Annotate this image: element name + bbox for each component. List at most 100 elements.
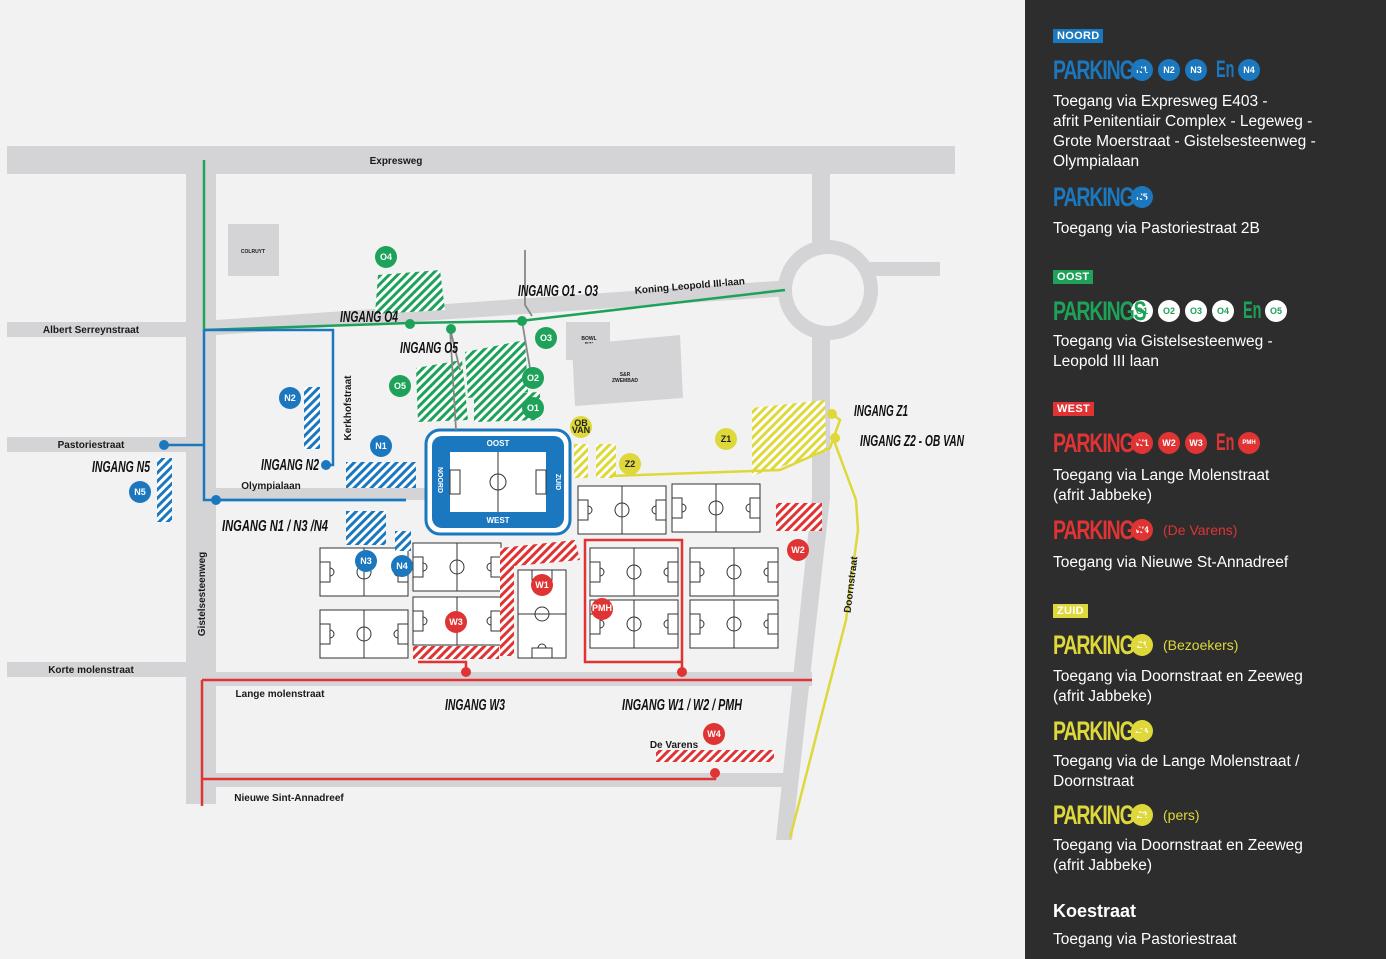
routes [164, 160, 860, 839]
svg-text:N5: N5 [134, 487, 146, 497]
svg-text:OB: OB [574, 418, 588, 428]
legend-panel: NOORD PARKINGS N1 N2 N3 En N4 Toegang vi… [1025, 0, 1386, 959]
code-badge: N3 [1185, 59, 1207, 81]
svg-text:PMH: PMH [592, 603, 612, 613]
marker-z2: Z2 [619, 453, 641, 475]
code-badge: N1 [1131, 59, 1153, 81]
legend-oost-row1: PARKINGS O1 O2 O3 O4 En O5 [1053, 296, 1292, 326]
street-gistel: Gistelsesteenweg [197, 552, 208, 636]
entrance-labels: INGANG O1 - O3 INGANG O4 INGANG O5 INGAN… [92, 283, 964, 714]
entrance-dots [159, 316, 840, 778]
marker-n4: N4 [391, 555, 413, 577]
marker-n1: N1 [370, 435, 392, 457]
street-kerkhof: Kerkhofstraat [343, 375, 354, 441]
stadium: OOST WEST NOORD ZUID [424, 428, 572, 536]
marker-o2: O2 [522, 367, 544, 389]
badge-west: WEST [1053, 402, 1094, 416]
marker-o5: O5 [389, 375, 411, 397]
svg-text:Z1: Z1 [721, 434, 732, 444]
svg-text:W4: W4 [707, 729, 721, 739]
map-canvas: COLRUYT BOWL INN S&R ZWEMBAD [7, 146, 964, 840]
legend-noord-desc1: Toegang via Expresweg E403 -afrit Penite… [1053, 93, 1316, 170]
svg-text:N4: N4 [396, 561, 408, 571]
street-nieuwe: Nieuwe Sint-Annadreef [234, 793, 344, 804]
legend-zuid-row1: PARKINGS Z1 (Bezoekers) [1053, 630, 1239, 660]
parking-markers: N1 N2 N3 N4 N5 O1 O2 O3 O4 O5 W1 W2 W3 W… [129, 246, 809, 745]
svg-text:COLRUYT: COLRUYT [241, 249, 265, 255]
colruyt-building [228, 224, 279, 276]
marker-o1: O1 [522, 397, 544, 419]
legend-west-row2: PARKINGS W4 (De Varens) [1053, 515, 1238, 545]
marker-pmh: PMH [591, 598, 613, 620]
svg-text:O5: O5 [394, 381, 406, 391]
svg-text:O2: O2 [527, 373, 539, 383]
marker-n3: N3 [355, 550, 377, 572]
ingang-o5: INGANG O5 [400, 340, 459, 357]
street-expresweg: Expresweg [370, 156, 423, 167]
parking-map: COLRUYT BOWL INN S&R ZWEMBAD [7, 146, 964, 840]
stand-noord: NOORD [436, 467, 443, 493]
legend-oost-desc1: Toegang via Gistelsesteenweg -Leopold II… [1053, 333, 1273, 370]
ingang-w12: INGANG W1 / W2 / PMH [622, 697, 742, 714]
badge-zuid: ZUID [1053, 604, 1088, 618]
svg-text:VAN: VAN [572, 425, 590, 435]
marker-n2: N2 [279, 387, 301, 409]
marker-w4: W4 [703, 723, 725, 745]
code-badge: N2 [1158, 59, 1180, 81]
ingang-o4: INGANG O4 [340, 309, 398, 326]
ingang-w3: INGANG W3 [445, 697, 505, 714]
stand-oost: OOST [487, 439, 510, 448]
legend-west-desc1: Toegang via Lange Molenstraat(afrit Jabb… [1053, 467, 1270, 504]
svg-text:N3: N3 [360, 556, 372, 566]
ingang-o1-o3: INGANG O1 - O3 [518, 283, 598, 300]
code-badge: N4 [1238, 59, 1260, 81]
marker-o3: O3 [535, 327, 557, 349]
legend-zuid-desc1: Toegang via Doornstraat en Zeeweg(afrit … [1053, 668, 1303, 705]
legend-zuid-desc2: Toegang via de Lange Molenstraat /Doorns… [1053, 753, 1300, 790]
en-label: En [1216, 56, 1235, 83]
ingang-n134: INGANG N1 / N3 /N4 [222, 518, 328, 535]
marker-w1: W1 [531, 574, 553, 596]
svg-text:O1: O1 [527, 403, 539, 413]
koestraat-title: Koestraat [1053, 901, 1137, 921]
street-doorn: Doornstraat [843, 555, 861, 613]
street-pastorie: Pastoriestraat [58, 440, 125, 451]
marker-o4: O4 [375, 246, 397, 268]
legend-zuid-desc3: Toegang via Doornstraat en Zeeweg(afrit … [1053, 837, 1303, 874]
legend-noord-row1: PARKINGS N1 N2 N3 En N4 [1053, 55, 1265, 85]
legend-noord-desc2: Toegang via Pastoriestraat 2B [1053, 220, 1260, 237]
svg-text:N2: N2 [284, 393, 296, 403]
koestraat-desc: Toegang via Pastoriestraat [1053, 931, 1237, 948]
svg-text:ZWEMBAD: ZWEMBAD [612, 378, 638, 384]
stand-west: WEST [486, 516, 509, 525]
svg-text:W3: W3 [449, 617, 463, 627]
ingang-z2: INGANG Z2 - OB VAN [860, 433, 964, 450]
svg-text:O4: O4 [380, 252, 392, 262]
svg-text:O3: O3 [540, 333, 552, 343]
badge-oost: OOST [1053, 270, 1094, 284]
ingang-n5: INGANG N5 [92, 459, 151, 476]
legend-west-row1: PARKINGS W1 W2 W3 En PMH [1053, 428, 1265, 458]
stand-zuid: ZUID [554, 474, 561, 490]
marker-w2: W2 [787, 539, 809, 561]
street-korte: Korte molenstraat [48, 665, 134, 676]
ingang-n2: INGANG N2 [261, 457, 319, 474]
marker-w3: W3 [445, 611, 467, 633]
legend-zuid-row3: PARKINGS Z2 (pers) [1053, 800, 1200, 830]
svg-text:BOWL: BOWL [581, 336, 596, 342]
svg-text:W1: W1 [535, 580, 549, 590]
svg-text:Z2: Z2 [625, 459, 636, 469]
legend-zuid-row2: PARKINGS Z1A [1053, 716, 1158, 746]
marker-n5: N5 [129, 481, 151, 503]
street-olympia: Olympialaan [241, 481, 300, 492]
street-lange: Lange molenstraat [236, 689, 326, 700]
zwembad-building [572, 335, 683, 406]
svg-text:W2: W2 [791, 545, 805, 555]
ingang-z1: INGANG Z1 [854, 403, 908, 420]
marker-z1: Z1 [715, 428, 737, 450]
parkings-label: PARKINGS [1053, 55, 1147, 85]
legend-west-desc2: Toegang via Nieuwe St-Annadreef [1053, 554, 1289, 571]
legend-noord-row2: PARKINGS N5 [1053, 182, 1158, 212]
badge-noord: NOORD [1053, 29, 1104, 43]
